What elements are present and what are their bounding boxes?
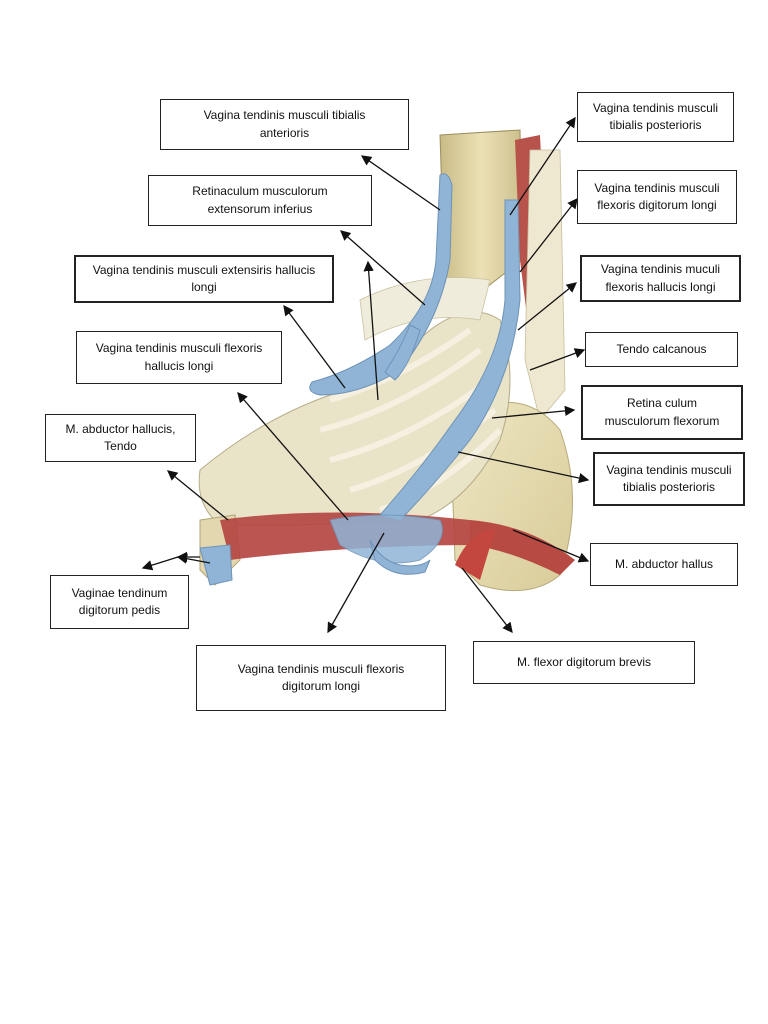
sheath-toes [200, 545, 232, 585]
label-abductor-hallucis-tendo: M. abductor hallucis, Tendo [45, 414, 196, 462]
sheath-sole [330, 515, 443, 563]
label-vagina-tendinis-flexoris-hallucis-left: Vagina tendinis musculi flexoris halluci… [76, 331, 282, 384]
label-retinaculum-extensorum-inferius: Retinaculum musculorum extensorum inferi… [148, 175, 372, 226]
label-tendo-calcanous: Tendo calcanous [585, 332, 738, 367]
label-vagina-tendinis-flexoris-digitorum-right: Vagina tendinis musculi flexoris digitor… [577, 170, 737, 224]
label-vaginae-tendinum-digitorum-pedis: Vaginae tendinum digitorum pedis [50, 575, 189, 629]
label-vagina-tendinis-tibialis-anterioris: Vagina tendinis musculi tibialis anterio… [160, 99, 409, 150]
label-flexor-digitorum-brevis: M. flexor digitorum brevis [473, 641, 695, 684]
label-vagina-tendinis-tibialis-posterioris-top: Vagina tendinis musculi tibialis posteri… [577, 92, 734, 142]
leader-tibialis-anterior [362, 156, 440, 210]
leader-extensor-hallucis [284, 306, 345, 388]
label-vagina-tendinis-extensiris-hallucis: Vagina tendinis musculi extensiris hallu… [74, 255, 334, 303]
label-vagina-tendinis-tibialis-posterioris-mid: Vagina tendinis musculi tibialis posteri… [593, 452, 745, 506]
achilles-tendon [525, 150, 565, 420]
label-retinaculum-flexorum: Retina culum musculorum flexorum [581, 385, 743, 440]
leader-digitorum-pedis-a [143, 557, 178, 568]
label-abductor-hallus: M. abductor hallus [590, 543, 738, 586]
label-vagina-tendinis-flexoris-digitorum-bottom: Vagina tendinis musculi flexoris digitor… [196, 645, 446, 711]
label-vagina-tendinis-flexoris-hallucis-right: Vagina tendinis muculi flexoris hallucis… [580, 255, 741, 302]
